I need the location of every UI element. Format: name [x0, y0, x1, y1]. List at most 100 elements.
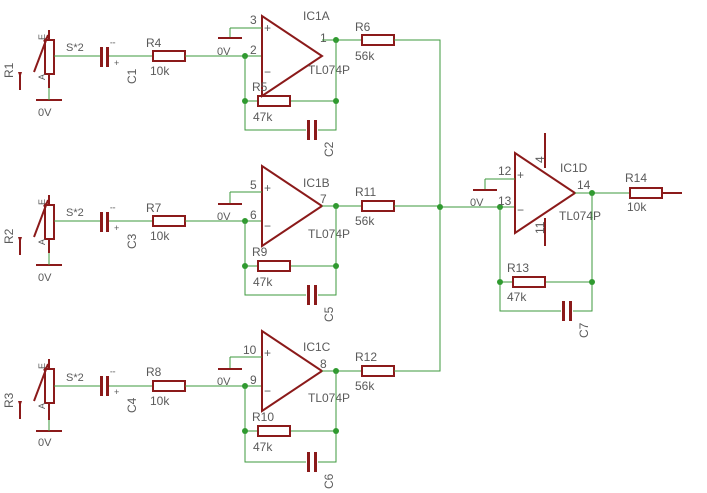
pot-r3-pin-a: A [37, 403, 47, 409]
resistor-r10: R10 47k [252, 410, 291, 454]
opamp-ic1b-plus-sign: + [264, 181, 271, 195]
pot-r2-name: R2 [2, 228, 16, 244]
opamp-ic1d: + − IC1D TL074P 12 13 14 4 11 [498, 133, 601, 246]
resistor-r12-name: R12 [355, 350, 377, 364]
cap-c2-name: C2 [322, 141, 336, 157]
opamp-ic1d-name: IC1D [560, 161, 588, 175]
opamp-ic1a: + − IC1A TL074P 3 2 1 [250, 9, 350, 98]
resistor-r12-value: 56k [355, 379, 375, 393]
opamp-ic1a-pin-out: 1 [320, 31, 327, 45]
junction [437, 204, 443, 210]
pot-r2-pin-a: A [37, 239, 47, 245]
cap-c5-name: C5 [322, 306, 336, 322]
resistor-r13: R13 47k [507, 261, 546, 304]
pot-r1-body [44, 39, 55, 75]
opamp-ic1a-pin-minus: 2 [250, 43, 257, 57]
cap-c1-plus: + [114, 58, 119, 68]
opamp-ic1b-pin-minus: 6 [250, 208, 257, 222]
resistor-r12: R12 56k [355, 350, 395, 393]
ground-label: 0V [38, 107, 52, 119]
opamp-ic1b-minus-sign: − [264, 219, 271, 233]
resistor-r11-name: R11 [355, 185, 376, 199]
cap-c2: C2 [307, 120, 336, 157]
resistor-r13-name: R13 [507, 261, 529, 275]
resistor-r8-value: 10k [150, 394, 170, 408]
resistor-r14-value: 10k [627, 200, 647, 214]
opamp-ic1a-ref: 0V [217, 46, 231, 58]
opamp-ic1b-ref: 0V [217, 211, 231, 223]
pot-r1: R1 E A S*2 0V [2, 30, 84, 119]
opamp-ic1c-ref: 0V [217, 376, 231, 388]
cap-c1-minus: ╌ [110, 38, 115, 48]
junction [333, 98, 339, 104]
resistor-r7: R7 10k [146, 201, 186, 243]
cap-c3: + ╌ C3 [100, 203, 139, 249]
resistor-r10-name: R10 [252, 410, 274, 424]
resistor-r6-value: 56k [355, 49, 375, 63]
resistor-r14-name: R14 [625, 171, 647, 185]
opamp-ic1c-pin-minus: 9 [250, 373, 257, 387]
channel-3: R3 E A S*2 0V + ╌ C4 R8 10k + − IC1C TL0… [2, 207, 441, 489]
opamp-ic1b: + − IC1B TL074P 5 6 7 [250, 164, 350, 248]
resistor-r6: R6 56k [355, 20, 395, 63]
resistor-r5-name: R5 [252, 80, 268, 94]
junction [242, 98, 248, 104]
pot-r1-arrowhead [43, 35, 48, 43]
opamp-ic1d-pin-minus: 13 [498, 194, 512, 208]
junction [333, 428, 339, 434]
opamp-ic1b-pin-out: 7 [320, 192, 327, 206]
resistor-r11: R11 56k [355, 185, 395, 228]
pot-r3-pin-e: E [37, 363, 47, 369]
pot-r3-pin-s: S*2 [66, 372, 84, 384]
resistor-r6-name: R6 [355, 20, 371, 34]
cap-c3-plus: + [114, 223, 119, 233]
opamp-ic1d-pin-out: 14 [577, 178, 591, 192]
pot-r3-name: R3 [2, 392, 16, 408]
opamp-ic1a-pin-plus: 3 [250, 13, 257, 27]
resistor-r11-value: 56k [355, 214, 375, 228]
pot-r2: R2 E A S*2 0V [2, 195, 84, 284]
opamp-ic1d-pin-plus: 12 [498, 164, 512, 178]
pot-r3: R3 E A S*2 0V [2, 359, 84, 449]
channel-1: R1 E A S*2 0V + ╌ C1 R4 10k + − IC1A TL0… [2, 9, 441, 207]
opamp-ic1c: + − IC1C TL074P 10 9 8 [243, 329, 350, 413]
resistor-r8-name: R8 [146, 365, 162, 379]
opamp-ic1a-plus-sign: + [264, 21, 271, 35]
cap-c5: C5 [307, 285, 336, 322]
opamp-ic1c-pin-plus: 10 [243, 343, 257, 357]
resistor-r14: R14 10k [625, 171, 663, 214]
pot-r1-pin-e: E [37, 34, 47, 40]
opamp-ic1a-type: TL074P [308, 63, 350, 77]
cap-c6: C6 [307, 452, 336, 489]
opamp-ic1d-ref: 0V [470, 197, 484, 209]
opamp-ic1b-type: TL074P [308, 227, 350, 241]
ground-label: 0V [38, 437, 52, 449]
resistor-r4-name: R4 [146, 36, 162, 50]
ground-label: 0V [38, 272, 52, 284]
resistor-r5-value: 47k [253, 110, 273, 124]
junction [242, 263, 248, 269]
opamp-ic1d-minus-sign: − [517, 203, 524, 217]
opamp-ic1c-pin-out: 8 [320, 357, 327, 371]
cap-c7: C7 [562, 301, 591, 338]
cap-c7-name: C7 [577, 322, 591, 338]
junction [589, 279, 595, 285]
resistor-r9: R9 47k [252, 245, 291, 289]
resistor-r4: R4 10k [146, 36, 186, 78]
resistor-r7-value: 10k [150, 229, 170, 243]
resistor-r10-value: 47k [253, 440, 273, 454]
mixer-stage: + − IC1D TL074P 12 13 14 4 11 0V R14 10k [437, 133, 682, 338]
cap-c4-plus: + [114, 387, 119, 397]
pot-r1-pin-s: S*2 [66, 42, 84, 54]
opamp-ic1d-pin-vcc: 4 [533, 156, 547, 163]
resistor-r9-name: R9 [252, 245, 268, 259]
pot-r1-name: R1 [2, 62, 16, 78]
opamp-ic1d-type: TL074P [559, 209, 601, 223]
cap-c3-name: C3 [125, 233, 139, 249]
opamp-ic1c-type: TL074P [308, 391, 350, 405]
junction [333, 263, 339, 269]
opamp-ic1d-pin-vee: 11 [533, 221, 547, 234]
opamp-ic1c-minus-sign: − [264, 384, 271, 398]
junction [497, 279, 503, 285]
